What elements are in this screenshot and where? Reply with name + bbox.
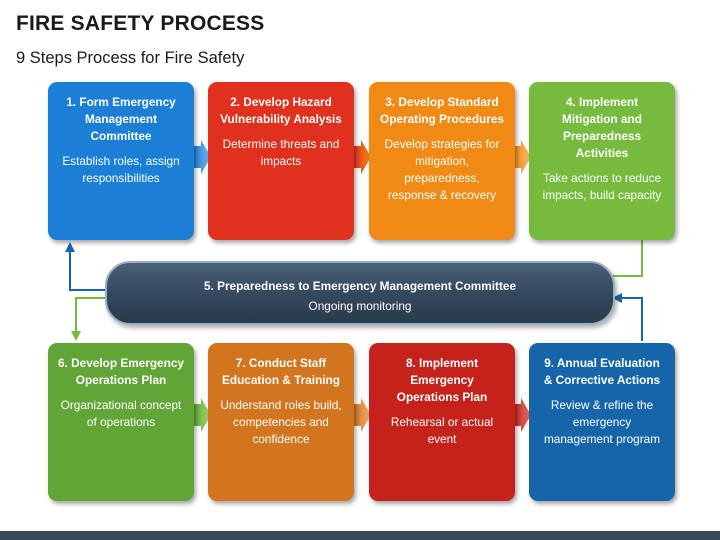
step-3-text: Develop strategies for mitigation, prepa…	[384, 137, 500, 202]
connector-9-to-5	[612, 293, 643, 341]
step-8-text: Rehearsal or actual event	[390, 415, 494, 446]
step-7-heading: 7. Conduct Staff Education & Training	[222, 356, 340, 387]
page-subtitle: 9 Steps Process for Fire Safety	[16, 49, 245, 67]
step-1-box: 1. Form Emergency Management Committee E…	[48, 82, 194, 240]
step-8-box: 8. Implement Emergency Operations Plan R…	[369, 343, 515, 501]
arrow-1-to-2	[193, 140, 211, 174]
arrow-7-to-8	[353, 398, 371, 432]
step-2-heading: 2. Develop Hazard Vulnerability Analysis	[220, 95, 342, 126]
arrow-8-to-9	[513, 398, 531, 432]
arrow-2-to-3	[353, 140, 371, 174]
connector-5-to-6	[71, 297, 110, 341]
step-8-heading: 8. Implement Emergency Operations Plan	[396, 356, 488, 404]
step-6-heading: 6. Develop Emergency Operations Plan	[58, 356, 184, 387]
step-4-text: Take actions to reduce impacts, build ca…	[542, 171, 662, 202]
step-7-text: Understand roles build, competencies and…	[220, 398, 342, 446]
step-7-box: 7. Conduct Staff Education & Training Un…	[208, 343, 354, 501]
step-9-box: 9. Annual Evaluation & Corrective Action…	[529, 343, 675, 501]
step-1-heading: 1. Form Emergency Management Committee	[66, 95, 176, 143]
step-6-box: 6. Develop Emergency Operations Plan Org…	[48, 343, 194, 501]
step-6-text: Organizational concept of operations	[60, 398, 182, 429]
connector-4-to-5	[610, 239, 643, 277]
step-4-heading: 4. Implement Mitigation and Preparedness…	[562, 95, 642, 160]
step-3-box: 3. Develop Standard Operating Procedures…	[369, 82, 515, 240]
step-5-text: Ongoing monitoring	[308, 299, 412, 313]
step-1-text: Establish roles, assign responsibilities	[62, 154, 180, 185]
arrow-6-to-7	[193, 398, 211, 432]
step-2-text: Determine threats and impacts	[222, 137, 340, 168]
center-capsule	[105, 261, 615, 325]
step-9-text: Review & refine the emergency management…	[543, 398, 661, 446]
connector-5-to-1	[65, 242, 110, 291]
step-2-box: 2. Develop Hazard Vulnerability Analysis…	[208, 82, 354, 240]
step-9-heading: 9. Annual Evaluation & Corrective Action…	[543, 356, 661, 387]
footer-bar	[0, 531, 720, 540]
arrow-3-to-4	[513, 140, 531, 174]
step-4-box: 4. Implement Mitigation and Preparedness…	[529, 82, 675, 240]
step-3-heading: 3. Develop Standard Operating Procedures	[380, 95, 504, 126]
page-title: FIRE SAFETY PROCESS	[16, 12, 265, 35]
step-5-heading: 5. Preparedness to Emergency Management …	[203, 279, 517, 293]
